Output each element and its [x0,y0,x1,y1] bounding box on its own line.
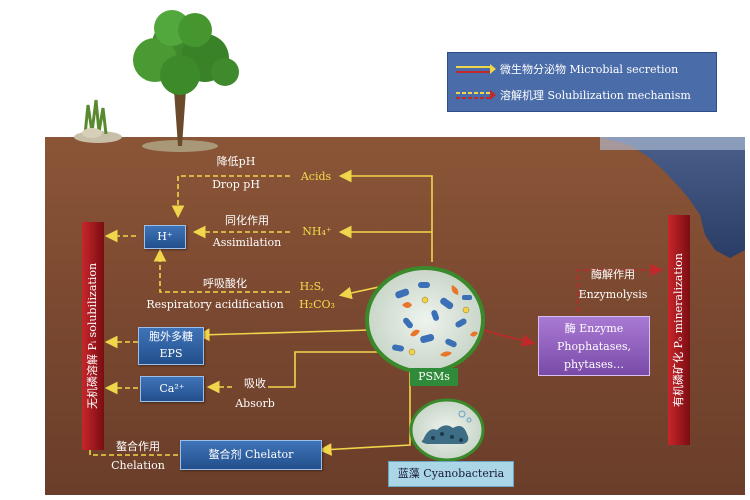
tree-icon [133,10,239,152]
respiratory-cn: 呼吸酸化 [203,277,247,290]
enzyme-line-2: Phophatases, [556,340,632,353]
enzyme-arrows [481,263,664,347]
psms-label: PSMs [410,368,458,386]
assimilation-en: Assimilation [212,236,282,249]
eps-en: EPS [159,347,183,360]
chelation-cn: 螯合作用 [116,440,160,453]
chelation-en: Chelation [111,459,165,472]
enzymolysis-en: Enzymolysis [578,288,648,301]
grass-icon [74,99,122,143]
legend-secretion: 微生物分泌物 Microbial secretion [500,63,679,76]
absorb-cn: 吸收 [244,377,266,390]
right-bar-label: 有机磷矿化 Pₒ mineralization [672,252,685,408]
legend-arrow-icons [456,64,496,100]
legend-mechanism: 溶解机理 Solubilization mechanism [500,89,691,102]
mechanism-arrows [83,175,290,456]
respiratory-en: Respiratory acidification [146,298,284,311]
eps-box: 胞外多糖 EPS [138,327,204,365]
inorganic-p-solubilization-bar: 无机磷溶解 Pᵢ solubilization [82,222,104,450]
cyanobacteria-label: 蓝藻 Cyanobacteria [388,461,514,487]
h2co3-label: H₂CO₃ [299,298,335,311]
acids-label: Acids [300,170,332,183]
absorb-en: Absorb [235,397,275,410]
enzyme-line-1: 酶 Enzyme [564,322,624,335]
legend: 微生物分泌物 Microbial secretion 溶解机理 Solubili… [447,52,717,112]
h-plus-box: H⁺ [144,225,186,249]
enzyme-box: 酶 Enzyme Phophatases, phytases… [538,316,650,376]
organic-p-mineralization-bar: 有机磷矿化 Pₒ mineralization [668,215,690,445]
secretion-arrows [196,169,433,456]
nh4-label: NH₄⁺ [302,225,332,238]
cyanobacteria-cell [409,398,485,462]
enzyme-line-3: phytases… [563,358,625,371]
ca-box: Ca²⁺ [140,376,204,402]
microbe-cell [365,266,485,374]
chelator-box: 螯合剂 Chelator [180,440,322,470]
left-bar-label: 无机磷溶解 Pᵢ solubilization [86,262,99,410]
assimilation-cn: 同化作用 [225,214,269,227]
enzymolysis-cn: 酶解作用 [591,268,635,281]
drop-ph-cn: 降低pH [216,155,256,168]
eps-cn: 胞外多糖 [149,330,193,343]
drop-ph-en: Drop pH [212,178,260,191]
h2s-label: H₂S, [299,280,325,293]
